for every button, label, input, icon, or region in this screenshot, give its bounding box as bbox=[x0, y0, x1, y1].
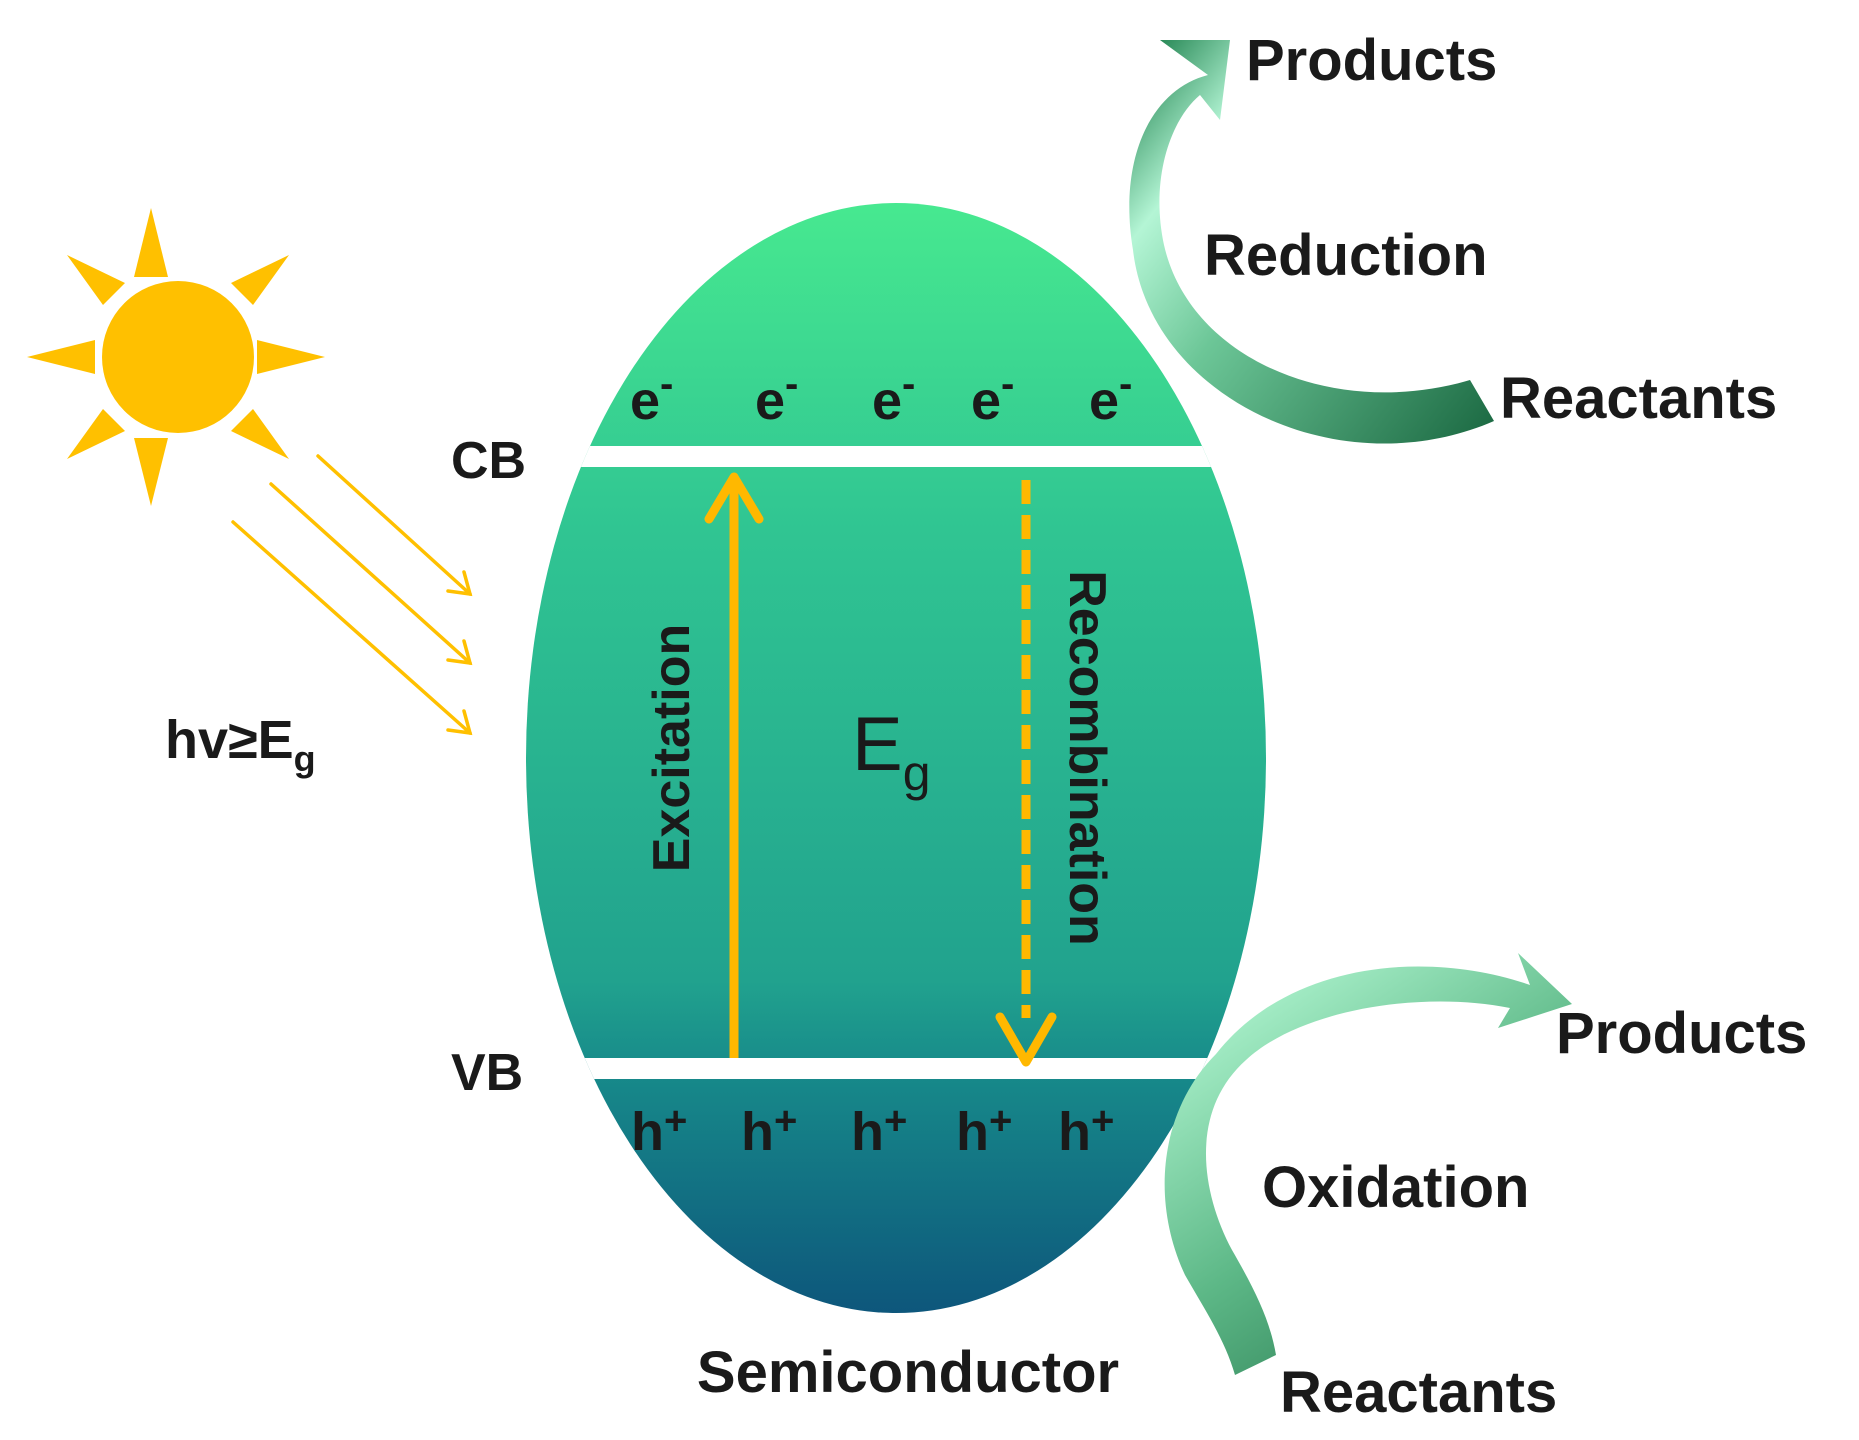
electron-carrier: e- bbox=[872, 362, 915, 431]
hole-sup: + bbox=[1091, 1099, 1114, 1143]
electron-carrier: e- bbox=[630, 362, 673, 431]
electron-carrier: e- bbox=[755, 362, 798, 431]
reduction-reactants-label: Reactants bbox=[1500, 366, 1777, 431]
cb-label: CB bbox=[451, 432, 526, 490]
electron-sup: - bbox=[785, 362, 798, 406]
recombination-arrow bbox=[995, 480, 1057, 1067]
light-rays bbox=[231, 454, 473, 736]
electron-base: e bbox=[630, 371, 660, 431]
recombination-label: Recombination bbox=[1058, 570, 1116, 946]
oxidation-reactants-label: Reactants bbox=[1280, 1360, 1557, 1425]
photon-energy-prefix: hv≥E bbox=[165, 710, 294, 770]
photon-energy-subscript: g bbox=[294, 738, 316, 779]
hole-carrier: h+ bbox=[1058, 1099, 1114, 1162]
electron-base: e bbox=[872, 371, 902, 431]
bandgap-subscript: g bbox=[903, 745, 931, 801]
hole-sup: + bbox=[664, 1099, 687, 1143]
electron-base: e bbox=[755, 371, 785, 431]
excitation-label: Excitation bbox=[643, 624, 701, 873]
semiconductor-caption: Semiconductor bbox=[697, 1340, 1119, 1405]
electron-carrier: e- bbox=[1089, 362, 1132, 431]
electron-sup: - bbox=[1119, 362, 1132, 406]
reduction-products-label: Products bbox=[1246, 28, 1497, 93]
hole-base: h bbox=[956, 1102, 989, 1162]
oxidation-curved-arrow bbox=[1164, 953, 1572, 1375]
electron-carrier: e- bbox=[971, 362, 1014, 431]
hole-sup: + bbox=[774, 1099, 797, 1143]
reduction-label: Reduction bbox=[1204, 223, 1488, 288]
hole-sup: + bbox=[884, 1099, 907, 1143]
electron-base: e bbox=[1089, 371, 1119, 431]
electron-sup: - bbox=[902, 362, 915, 406]
oxidation-label: Oxidation bbox=[1262, 1155, 1529, 1220]
bandgap-label: Eg bbox=[852, 702, 931, 801]
hole-carrier: h+ bbox=[631, 1099, 687, 1162]
sun-icon bbox=[27, 208, 325, 506]
electron-row: e- e- e- e- e- bbox=[630, 362, 1132, 431]
vb-label: VB bbox=[451, 1044, 523, 1102]
hole-sup: + bbox=[989, 1099, 1012, 1143]
semiconductor-body bbox=[526, 203, 1266, 1313]
reduction-curved-arrow bbox=[1129, 40, 1494, 444]
hole-carrier: h+ bbox=[851, 1099, 907, 1162]
vb-band-line bbox=[526, 1058, 1266, 1079]
electron-base: e bbox=[971, 371, 1001, 431]
hole-base: h bbox=[741, 1102, 774, 1162]
hole-row: h+ h+ h+ h+ h+ bbox=[631, 1099, 1114, 1162]
electron-sup: - bbox=[660, 362, 673, 406]
hole-carrier: h+ bbox=[741, 1099, 797, 1162]
bandgap-symbol: E bbox=[852, 702, 903, 787]
hole-carrier: h+ bbox=[956, 1099, 1012, 1162]
hole-base: h bbox=[631, 1102, 664, 1162]
oxidation-products-label: Products bbox=[1556, 1001, 1807, 1066]
electron-sup: - bbox=[1001, 362, 1014, 406]
excitation-arrow bbox=[704, 472, 764, 1058]
cb-band-line bbox=[526, 446, 1266, 467]
hole-base: h bbox=[1058, 1102, 1091, 1162]
photon-energy-label: hv≥Eg bbox=[165, 710, 316, 779]
hole-base: h bbox=[851, 1102, 884, 1162]
